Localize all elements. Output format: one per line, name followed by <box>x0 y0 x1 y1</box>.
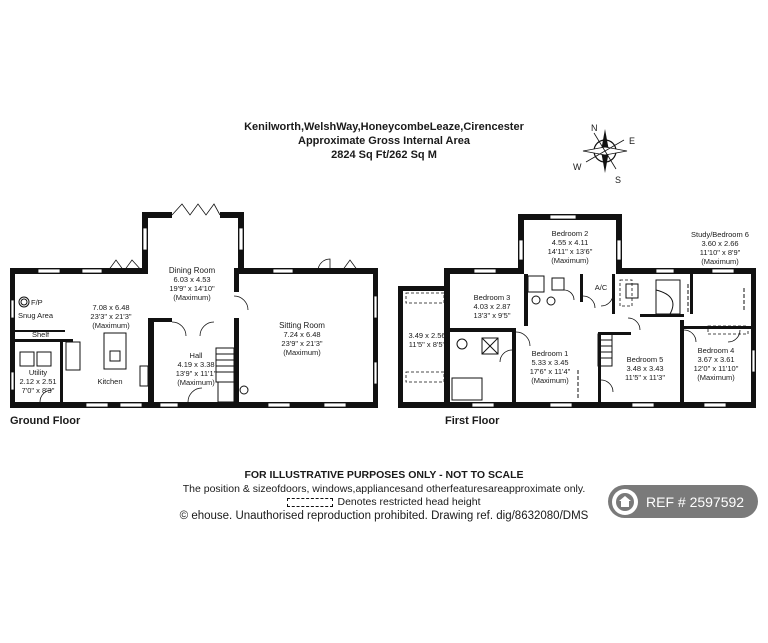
disclaimer-detail: The position & sizeofdoors, windows,appl… <box>182 483 586 495</box>
house-icon <box>612 488 638 515</box>
kitchen-area-imperial: 23'3" x 21'3" <box>90 312 131 321</box>
utility-name: Utility <box>29 368 48 377</box>
reference-badge: REF # 2597592 <box>608 485 758 518</box>
ground-floor-label: Ground Floor <box>10 415 81 427</box>
dining-room-imperial: 19'9" x 14'10" <box>169 284 215 293</box>
bedroom-4-note: (Maximum) <box>697 373 735 382</box>
first-floor-plan <box>398 214 756 408</box>
first-floor-label: First Floor <box>445 415 500 427</box>
compass-north: N <box>591 123 598 133</box>
bedroom-3-metric: 4.03 x 2.87 <box>473 302 510 311</box>
bedroom-4-name: Bedroom 4 <box>698 346 735 355</box>
bedroom-1-metric: 5.33 x 3.45 <box>531 358 568 367</box>
area-value: 2824 Sq Ft/262 Sq M <box>331 149 437 161</box>
bedroom-2-metric: 4.55 x 4.11 <box>552 238 589 247</box>
sitting-room-name: Sitting Room <box>279 321 325 330</box>
sitting-room-metric: 7.24 x 6.48 <box>283 330 320 339</box>
dining-room-note: (Maximum) <box>173 293 211 302</box>
kitchen-area-metric: 7.08 x 6.48 <box>92 303 129 312</box>
snug-area-label: Snug Area <box>18 311 54 320</box>
fireplace-label: F/P <box>31 298 43 307</box>
landing-room-imperial: 11'5" x 8'5" <box>409 340 446 349</box>
bedroom-4-metric: 3.67 x 3.61 <box>697 355 734 364</box>
restricted-height-swatch <box>287 497 334 507</box>
landing-room-metric: 3.49 x 2.56 <box>408 331 445 340</box>
bedroom-3-name: Bedroom 3 <box>474 293 511 302</box>
bedroom-1-name: Bedroom 1 <box>532 349 569 358</box>
dining-room-name: Dining Room <box>169 266 216 275</box>
sitting-room-note: (Maximum) <box>283 348 321 357</box>
bedroom-5-imperial: 11'5" x 11'3" <box>625 373 665 382</box>
compass-south: S <box>615 175 621 185</box>
copyright: © ehouse. Unauthorised reproduction proh… <box>179 510 589 522</box>
study-bedroom-6-note: (Maximum) <box>701 257 739 266</box>
utility-imperial: 7'0" x 8'3" <box>22 386 55 395</box>
airing-cupboard-label: A/C <box>595 283 608 292</box>
bedroom-1-imperial: 17'6" x 11'4" <box>530 367 571 376</box>
study-bedroom-6-name: Study/Bedroom 6 <box>691 230 749 239</box>
bedroom-4-imperial: 12'0" x 11'10" <box>694 364 739 373</box>
compass-east: E <box>629 136 635 146</box>
reference-number: REF # 2597592 <box>646 493 745 510</box>
bedroom-2-note: (Maximum) <box>551 256 589 265</box>
bedroom-2-imperial: 14'11" x 13'6" <box>548 247 593 256</box>
hall-imperial: 13'9" x 11'1" <box>176 369 217 378</box>
kitchen-area-note: (Maximum) <box>92 321 130 330</box>
compass-west: W <box>573 162 582 172</box>
bedroom-1-note: (Maximum) <box>531 376 569 385</box>
restricted-legend: Denotes restricted head height <box>0 496 768 508</box>
bedroom-2-name: Bedroom 2 <box>552 229 589 238</box>
kitchen-label: Kitchen <box>97 377 122 386</box>
bedroom-5-metric: 3.48 x 3.43 <box>626 364 663 373</box>
restricted-legend-text: Denotes restricted head height <box>337 496 481 508</box>
area-label: Approximate Gross Internal Area <box>298 135 470 147</box>
property-address: Kenilworth,WelshWay,HoneycombeLeaze,Cire… <box>244 121 524 133</box>
ground-floor-plan <box>10 203 378 408</box>
dining-room-metric: 6.03 x 4.53 <box>173 275 210 284</box>
bedroom-3-imperial: 13'3" x 9'5" <box>474 311 511 320</box>
study-bedroom-6-imperial: 11'10" x 8'9" <box>700 248 741 257</box>
compass-icon <box>582 129 628 173</box>
hall-note: (Maximum) <box>177 378 215 387</box>
hall-name: Hall <box>190 351 203 360</box>
shelf-label: Shelf <box>32 330 50 339</box>
sitting-room-imperial: 23'9" x 21'3" <box>281 339 322 348</box>
study-bedroom-6-metric: 3.60 x 2.66 <box>701 239 738 248</box>
bedroom-5-name: Bedroom 5 <box>627 355 664 364</box>
disclaimer: FOR ILLUSTRATIVE PURPOSES ONLY - NOT TO … <box>244 469 524 481</box>
utility-metric: 2.12 x 2.51 <box>19 377 56 386</box>
hall-metric: 4.19 x 3.38 <box>177 360 214 369</box>
